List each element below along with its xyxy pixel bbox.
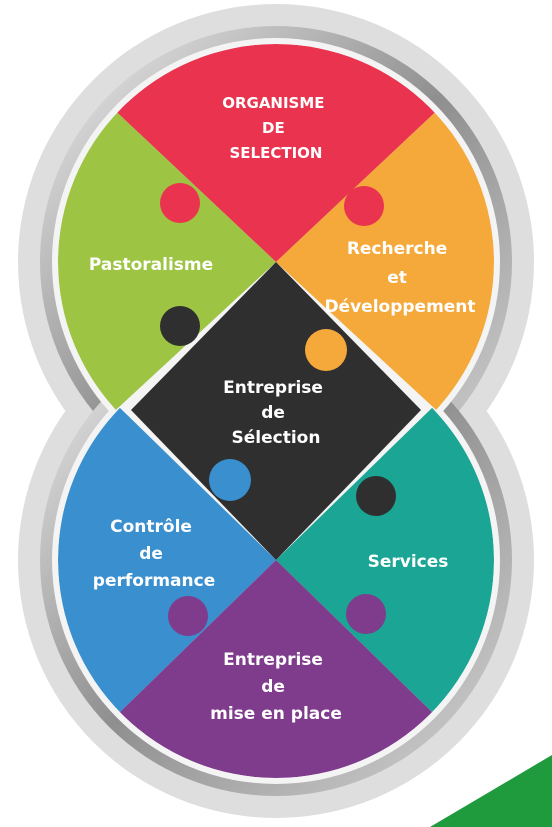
label-controle: Contrôle de performance bbox=[93, 517, 215, 591]
label-entreprise-selection: Entreprise de Sélection bbox=[223, 378, 329, 448]
piece-entreprise-place bbox=[58, 560, 494, 778]
label-recherche: Recherche et Développement bbox=[324, 239, 475, 317]
label-services: Services bbox=[368, 552, 449, 572]
label-entreprise-place: Entreprise de mise en place bbox=[210, 650, 342, 724]
piece-recherche bbox=[276, 44, 494, 480]
puzzle-knobs bbox=[160, 183, 396, 636]
piece-pastoralisme bbox=[58, 44, 276, 480]
corner-accent bbox=[430, 755, 552, 827]
piece-entreprise-selection bbox=[131, 262, 421, 560]
piece-controle bbox=[58, 342, 276, 778]
piece-organisme bbox=[58, 44, 494, 262]
piece-services bbox=[276, 342, 494, 778]
label-pastoralisme: Pastoralisme bbox=[89, 255, 213, 275]
label-organisme: ORGANISME DE SELECTION bbox=[222, 94, 330, 162]
